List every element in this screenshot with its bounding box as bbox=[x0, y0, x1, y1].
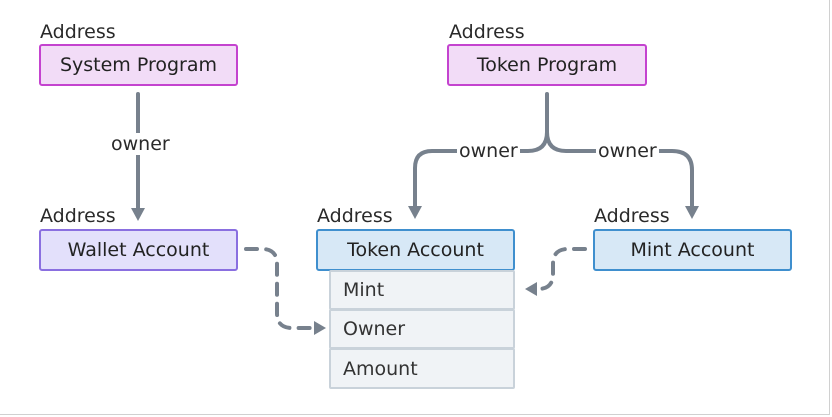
edge-wallet-to-owner bbox=[244, 247, 318, 330]
token-account-field-amount: Amount bbox=[329, 348, 515, 389]
edge-label-token-account-owner: owner bbox=[457, 140, 520, 162]
mint-account-title: Mint Account bbox=[630, 239, 755, 261]
system-program-node: System Program bbox=[39, 44, 238, 86]
field-mint-label: Mint bbox=[343, 279, 385, 301]
edge-label-mint-account-owner: owner bbox=[596, 140, 659, 162]
system-program-address-label: Address bbox=[40, 21, 116, 43]
arrowhead-mint-field bbox=[525, 282, 537, 296]
wallet-account-node: Wallet Account bbox=[39, 229, 238, 271]
token-account-title: Token Account bbox=[347, 239, 484, 261]
system-program-title: System Program bbox=[59, 54, 218, 76]
edge-mint-to-mint-field bbox=[532, 247, 587, 291]
wallet-account-title: Wallet Account bbox=[67, 239, 210, 261]
token-program-address-label: Address bbox=[449, 21, 525, 43]
wallet-account-address-label: Address bbox=[40, 205, 116, 227]
field-owner-label: Owner bbox=[343, 318, 406, 340]
token-program-title: Token Program bbox=[476, 54, 618, 76]
arrowhead-owner-field bbox=[314, 321, 326, 335]
edge-token-to-mint-account bbox=[545, 130, 694, 209]
token-program-node: Token Program bbox=[447, 44, 647, 86]
field-amount-label: Amount bbox=[343, 357, 418, 380]
arrowhead-wallet bbox=[131, 208, 145, 221]
arrowhead-mint-account bbox=[685, 206, 699, 219]
arrowhead-token-account bbox=[408, 206, 422, 219]
mint-account-address-label: Address bbox=[594, 205, 670, 227]
token-account-node: Token Account bbox=[316, 229, 515, 271]
edge-label-system-wallet-owner: owner bbox=[109, 133, 172, 155]
token-account-field-mint: Mint bbox=[329, 270, 515, 310]
token-account-address-label: Address bbox=[317, 205, 393, 227]
token-account-field-owner: Owner bbox=[329, 309, 515, 349]
mint-account-node: Mint Account bbox=[593, 229, 792, 271]
